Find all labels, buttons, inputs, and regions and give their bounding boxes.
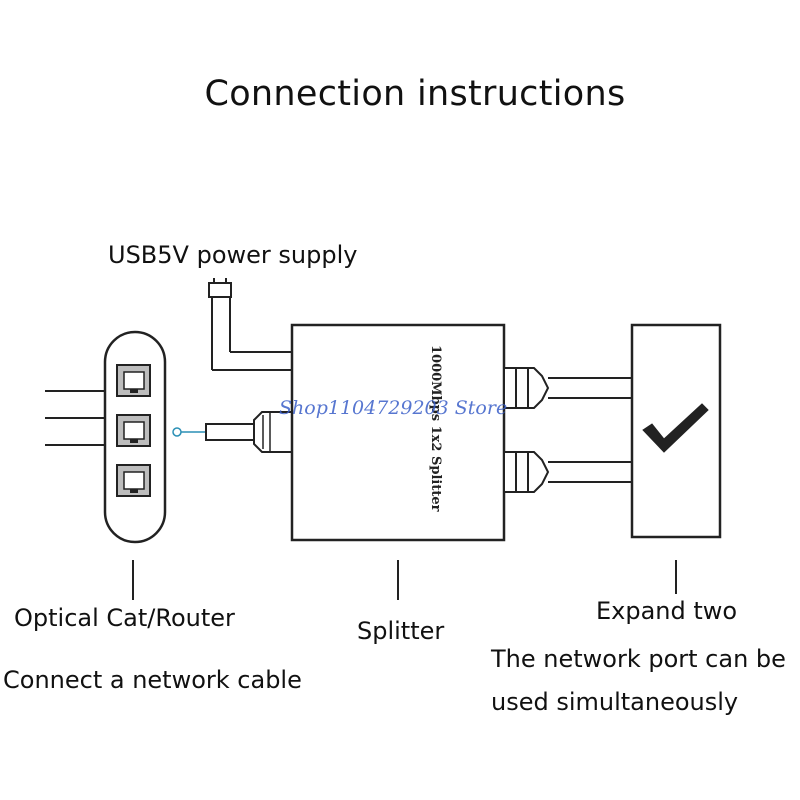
checkmark-icon xyxy=(642,403,709,453)
diagram-title: Connection instructions xyxy=(204,74,626,114)
splitter-model-text: 1000Mbps 1x2 Splitter xyxy=(428,345,443,512)
connect-cable-label: Connect a network cable xyxy=(3,666,302,694)
ethernet-port-icon xyxy=(116,464,151,497)
expand-two-label: Expand two xyxy=(596,597,738,625)
ethernet-port-icon xyxy=(116,414,151,447)
network-cable-out-2 xyxy=(503,451,632,493)
splitter-device: 1000Mbps 1x2 Splitter xyxy=(290,323,506,542)
ports-simultaneous-label-line2: used simultaneously xyxy=(491,688,739,716)
network-cable-out-1 xyxy=(503,367,632,409)
usb-power-cable xyxy=(208,278,292,371)
splitter-label: Splitter xyxy=(357,617,445,645)
store-watermark: Shop1104729203 Store xyxy=(279,397,507,419)
ports-simultaneous-label-line1: The network port can be xyxy=(491,645,786,673)
expanded-device xyxy=(630,323,722,539)
label-pointers xyxy=(132,560,677,600)
router-device xyxy=(103,330,167,544)
router-label: Optical Cat/Router xyxy=(14,604,235,632)
router-cables xyxy=(45,390,112,446)
network-cable-in xyxy=(172,411,293,453)
usb-power-label: USB5V power supply xyxy=(108,241,358,269)
ethernet-port-icon xyxy=(116,364,151,397)
